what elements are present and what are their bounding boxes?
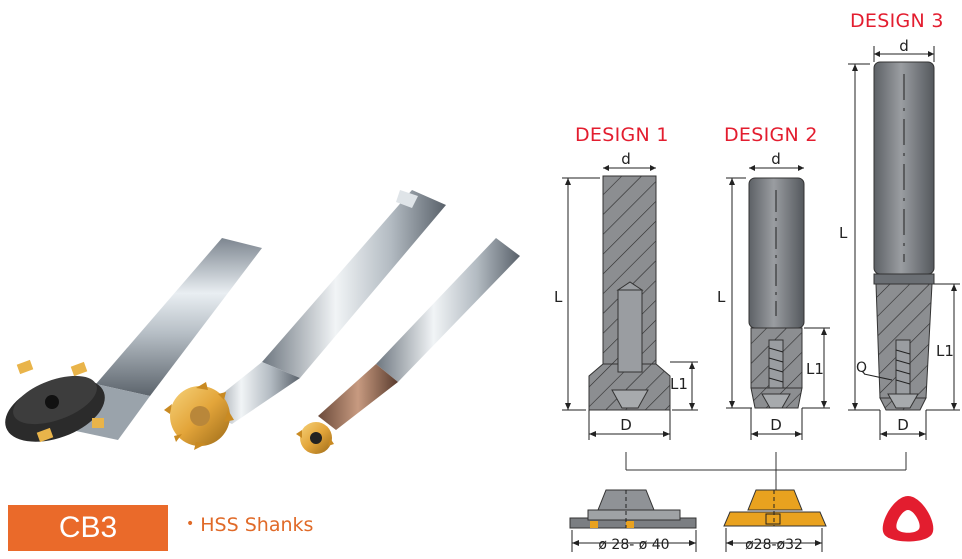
subtitle-text: HSS Shanks	[200, 514, 314, 536]
range-label-2: ø28-ø32	[745, 537, 803, 553]
design-3-dim-L: L	[839, 224, 848, 242]
product-photos	[5, 190, 520, 454]
triangle-profile-icon	[882, 496, 934, 542]
design-3-dim-D: D	[897, 416, 909, 434]
design-2-drawing	[726, 165, 830, 440]
head-variant-insert	[569, 489, 697, 552]
cutter-photo-1	[5, 238, 262, 443]
design-3-title: DESIGN 3	[850, 10, 944, 32]
design-3-dim-d: d	[899, 37, 909, 55]
design-2-dim-D: D	[770, 416, 782, 434]
design-1-drawing	[562, 165, 698, 440]
range-label-1: ø 28- ø 40	[598, 537, 669, 553]
bullet-icon: •	[186, 516, 195, 532]
design-3-dim-Q: Q	[856, 360, 867, 376]
design-2-dim-d: d	[771, 150, 781, 168]
design-1-dim-L: L	[554, 288, 563, 306]
design-1-dim-D: D	[620, 416, 632, 434]
connector-lines	[625, 452, 907, 490]
design-2-title: DESIGN 2	[724, 124, 818, 146]
technical-drawings: d L L1 D d L L1 D	[554, 37, 960, 553]
design-1-dim-L1: L1	[670, 375, 688, 393]
cutter-photo-2	[164, 190, 446, 450]
design-3-drawing	[848, 46, 960, 440]
design-1-dim-d: d	[621, 150, 631, 168]
head-variant-gold	[723, 489, 827, 552]
design-3-dim-L1: L1	[936, 342, 954, 360]
cutter-photo-3	[296, 238, 520, 454]
design-2-dim-L: L	[717, 288, 726, 306]
product-subtitle: • HSS Shanks	[186, 514, 313, 536]
design-2-dim-L1: L1	[806, 360, 824, 378]
design-1-title: DESIGN 1	[575, 124, 669, 146]
product-code-badge: CB3	[8, 505, 168, 551]
